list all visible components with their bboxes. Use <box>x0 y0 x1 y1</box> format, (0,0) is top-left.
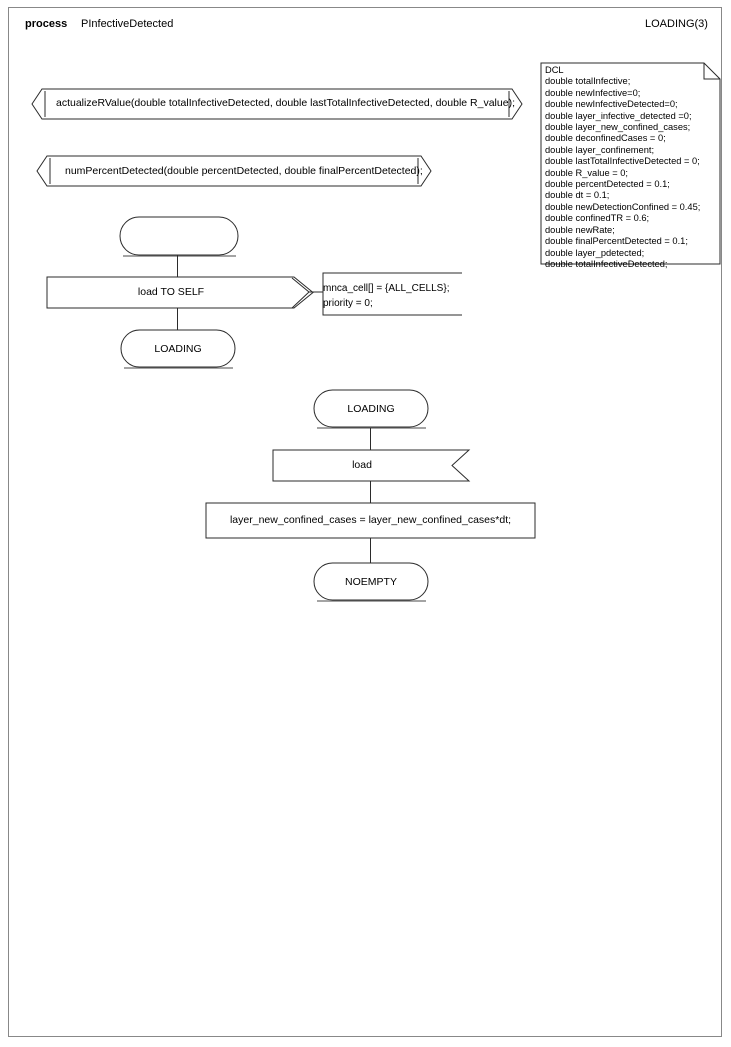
connector-state-to-input <box>370 428 371 450</box>
header-keyword: process <box>25 18 68 30</box>
connector-task-to-nextstate <box>370 538 371 563</box>
dcl-box-outline <box>540 62 721 265</box>
connector-start-to-output <box>177 255 178 277</box>
comment-connector-line <box>291 277 323 309</box>
procedure-decl-shape-1 <box>31 88 523 120</box>
input-shape-load <box>272 449 471 482</box>
procedure-decl-text-1: actualizeRValue(double totalInfectiveDet… <box>56 97 515 109</box>
procedure-decl-text-2: numPercentDetected(double percentDetecte… <box>65 165 423 177</box>
nextstate-shape-noempty <box>313 562 429 602</box>
state-shape-loading-b <box>313 389 429 429</box>
header-page-label: LOADING(3) <box>645 18 708 30</box>
output-shape-load-to-self <box>46 276 314 309</box>
nextstate-shape-loading-a <box>120 329 236 369</box>
comment-text: mnca_cell[] = {ALL_CELLS}; priority = 0; <box>323 283 450 309</box>
start-state-shape <box>119 216 239 257</box>
dcl-declaration-box: DCL double totalInfective; double newInf… <box>540 62 721 269</box>
connector-output-to-nextstate <box>177 308 178 330</box>
procedure-decl-shape-2 <box>36 155 432 187</box>
task-shape-assignment <box>205 502 536 539</box>
header-process-name: PInfectiveDetected <box>81 18 174 30</box>
connector-input-to-task <box>370 481 371 503</box>
dcl-text: DCL double totalInfective; double newInf… <box>545 65 701 269</box>
comment-box-shape <box>322 272 462 316</box>
